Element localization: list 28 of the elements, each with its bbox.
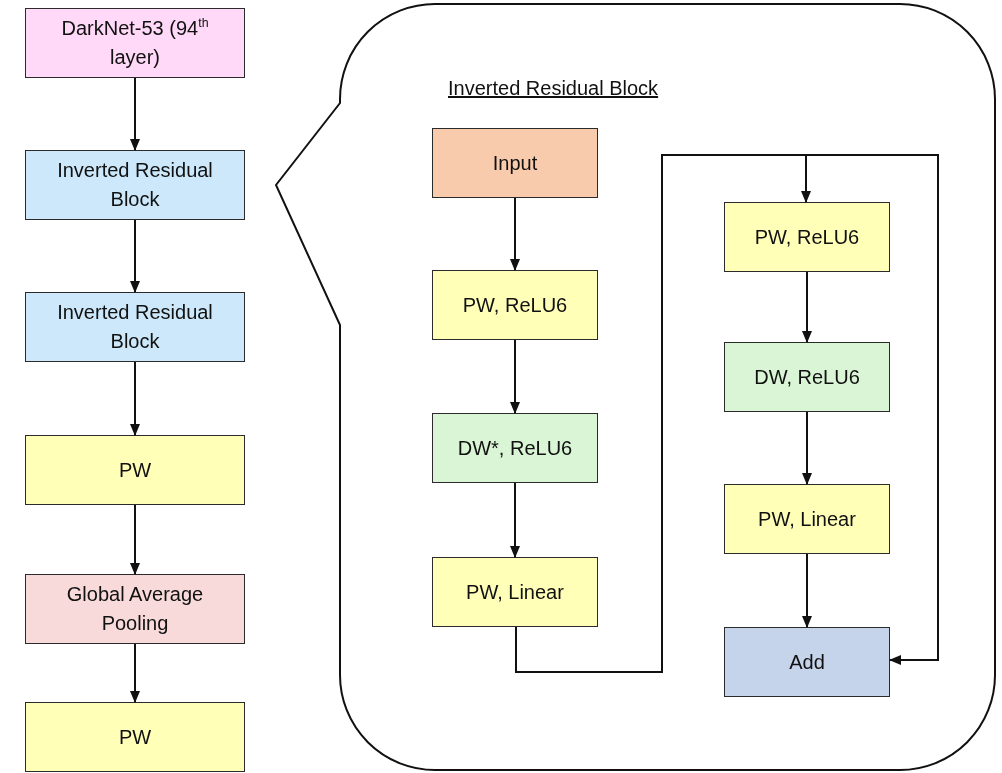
arrow <box>510 482 520 558</box>
process-box: Add <box>724 627 890 697</box>
process-box: PW, Linear <box>432 557 598 627</box>
arrow <box>130 361 140 436</box>
arrow <box>802 271 812 343</box>
arrow <box>802 411 812 485</box>
arrow <box>130 504 140 575</box>
process-box: PW <box>25 702 245 772</box>
callout-bubble <box>275 3 997 771</box>
arrow <box>130 643 140 703</box>
process-box: DW, ReLU6 <box>724 342 890 412</box>
process-box: Input <box>432 128 598 198</box>
arrow <box>130 219 140 293</box>
arrow <box>802 553 812 628</box>
process-box: DarkNet-53 (94$^{th}$ layer) <box>25 8 245 78</box>
process-box: Inverted Residual Block <box>25 292 245 362</box>
arrow <box>510 339 520 414</box>
arrow <box>510 197 520 271</box>
arrow <box>130 77 140 151</box>
process-box: PW, ReLU6 <box>724 202 890 272</box>
process-box: PW, ReLU6 <box>432 270 598 340</box>
block-heading: Inverted Residual Block <box>448 77 659 100</box>
process-box: PW <box>25 435 245 505</box>
arrow <box>515 154 939 673</box>
process-box: Inverted Residual Block <box>25 150 245 220</box>
process-box: DW*, ReLU6 <box>432 413 598 483</box>
process-box: Global Average Pooling <box>25 574 245 644</box>
process-box: PW, Linear <box>724 484 890 554</box>
